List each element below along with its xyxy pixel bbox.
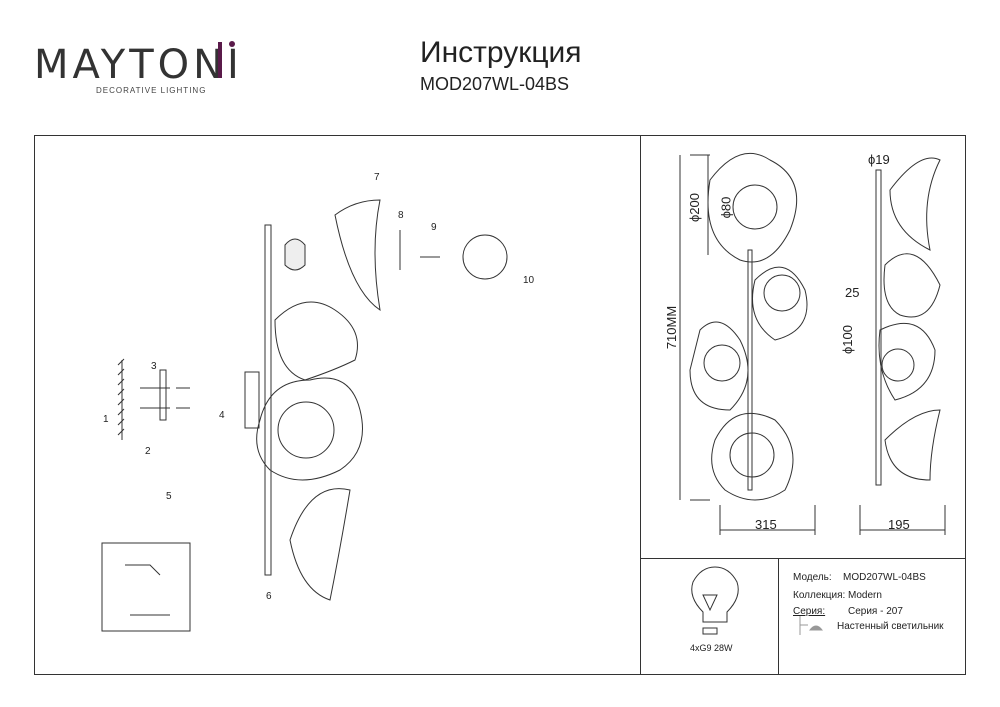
model-value: MOD207WL-04BS	[843, 572, 926, 583]
dimension-height: 710MM	[664, 305, 680, 350]
callout-4: 4	[219, 410, 225, 421]
collection-label: Коллекция:	[793, 590, 846, 601]
dimension-rod-diameter: ϕ19	[868, 152, 890, 167]
dimension-base-diameter: ϕ100	[839, 325, 855, 354]
collection-value: Modern	[848, 590, 882, 601]
callout-8: 8	[398, 210, 404, 221]
callout-5: 5	[166, 491, 172, 502]
callout-3: 3	[151, 361, 157, 372]
dimension-base-depth: 25	[845, 285, 860, 300]
divider	[778, 558, 779, 675]
page-title: Инструкция	[420, 36, 582, 69]
dimension-shade-diameter: ϕ200	[686, 193, 702, 222]
dimension-depth: 195	[888, 517, 910, 532]
brand-logo: MAYTONI	[34, 42, 243, 88]
callout-1: 1	[103, 414, 109, 425]
model-label: Модель:	[793, 572, 832, 583]
content-frame	[34, 135, 966, 675]
callout-7: 7	[374, 172, 380, 183]
dimension-inner-diameter: ϕ80	[718, 196, 734, 219]
series-label: Серия:	[793, 606, 826, 617]
callout-2: 2	[145, 446, 151, 457]
model-code: MOD207WL-04BS	[420, 74, 570, 94]
lamp-spec: 4xG9 28W	[690, 643, 733, 653]
callout-9: 9	[431, 222, 437, 233]
brand-tagline: DECORATIVE LIGHTING	[96, 86, 207, 95]
callout-10: 10	[523, 275, 535, 286]
dimension-width: 315	[755, 517, 777, 532]
callout-6: 6	[266, 591, 272, 602]
series-value: Серия - 207	[848, 606, 903, 617]
fixture-type: Настенный светильник	[837, 621, 944, 632]
divider	[640, 558, 966, 559]
divider	[640, 135, 641, 675]
